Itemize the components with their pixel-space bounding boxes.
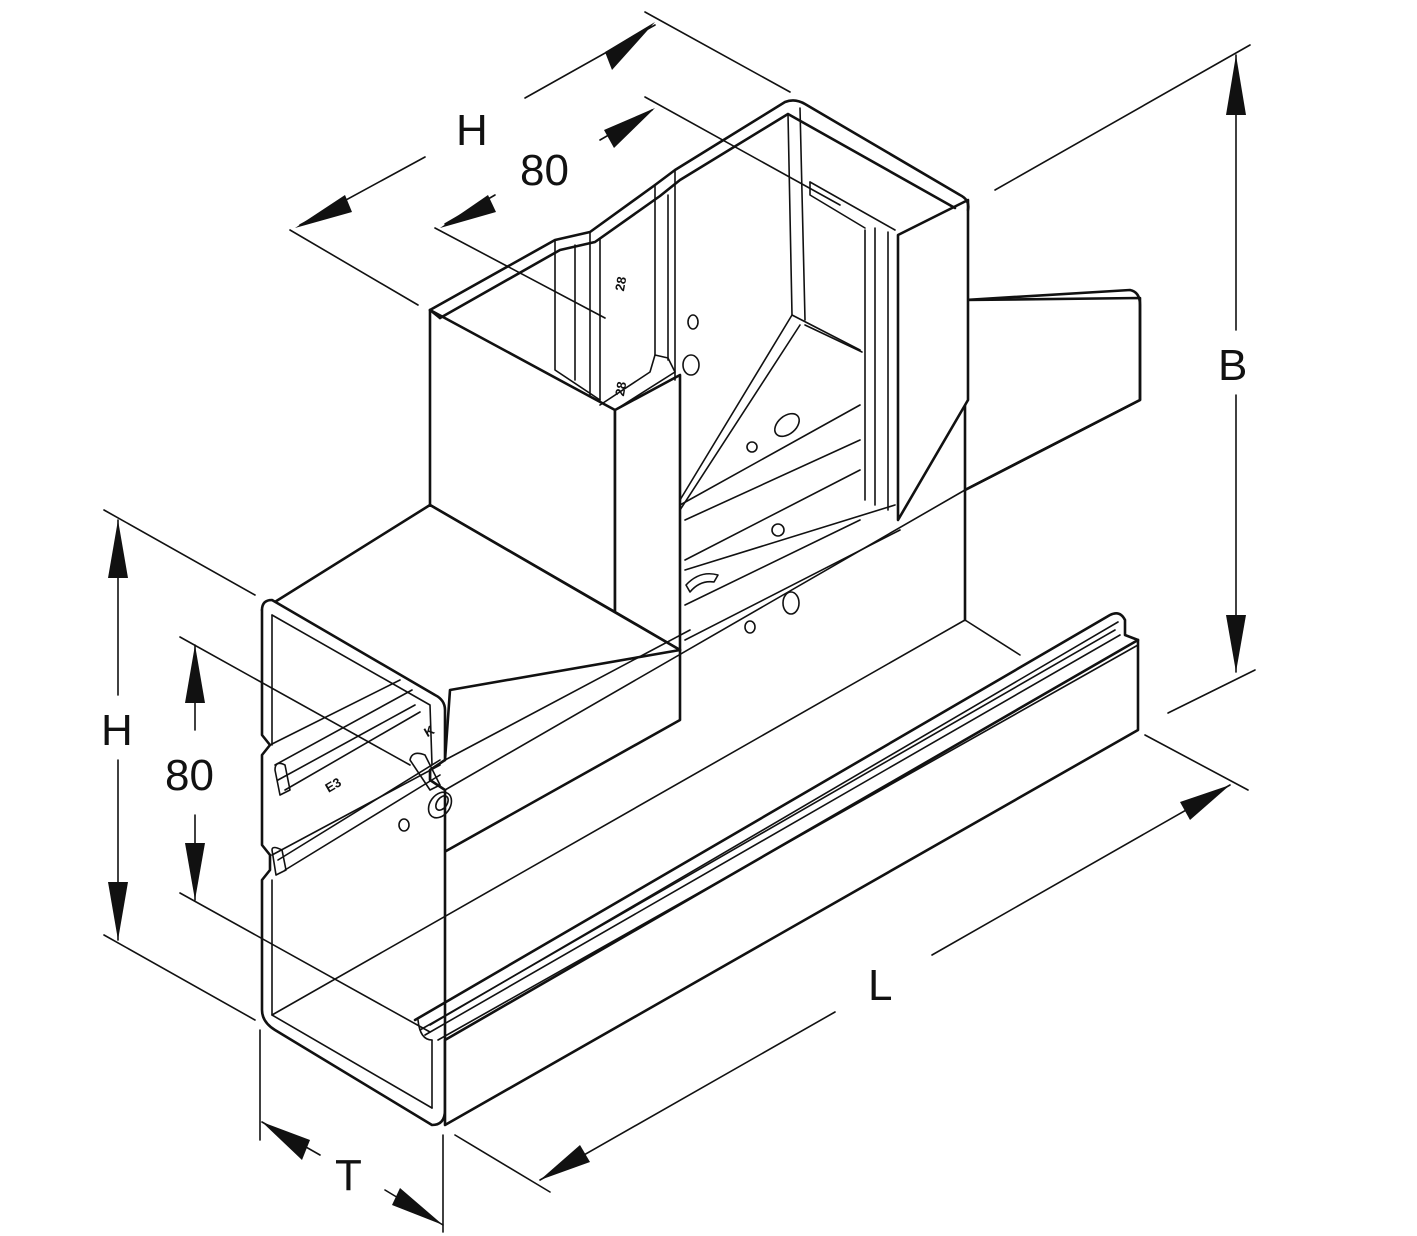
- dim-label-length: L: [868, 961, 892, 1010]
- dimension-lines: [103, 11, 1256, 1233]
- dimension-labels: H 80 B H 80 L T: [101, 106, 1247, 1200]
- embossed-marks: 28 28 K E3: [322, 275, 629, 795]
- dim-label-depth: T: [335, 1151, 362, 1200]
- dim-label-branch-inner: 80: [520, 146, 569, 195]
- emboss-mark-4: E3: [322, 774, 343, 795]
- dim-label-branch-height: H: [456, 106, 488, 155]
- dim-label-main-height: H: [101, 706, 133, 755]
- emboss-mark-1: 28: [612, 275, 629, 292]
- dim-label-main-inner: 80: [165, 751, 214, 800]
- branch-duct: [428, 99, 970, 652]
- main-duct: [260, 489, 1140, 1127]
- dim-label-overall-height: B: [1218, 341, 1247, 390]
- emboss-mark-2: 28: [612, 380, 629, 397]
